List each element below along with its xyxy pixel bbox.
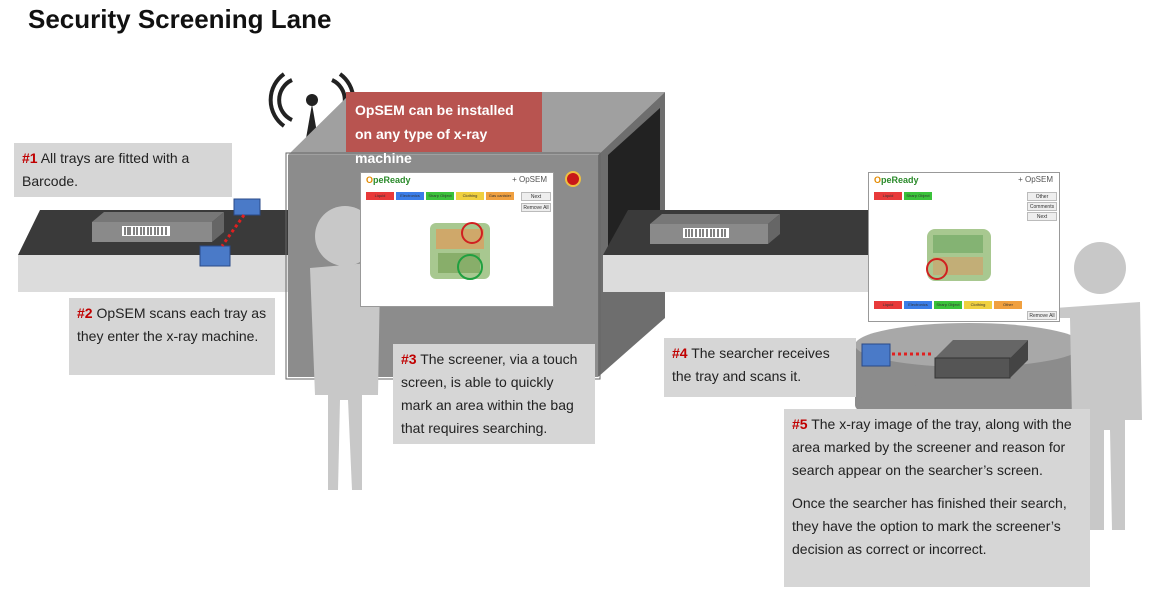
step-3-number: #3 <box>401 351 417 367</box>
tray-left <box>92 212 224 242</box>
reason-button-clothing[interactable]: Clothing <box>456 192 484 200</box>
opsem-brand: + OpSEM <box>512 175 547 184</box>
other-button[interactable]: Other <box>1027 192 1057 201</box>
reason-button-other[interactable]: Other <box>994 301 1022 309</box>
reason-button-sharp-object[interactable]: Sharp Object <box>904 192 932 200</box>
reason-button-liquid[interactable]: Liquid <box>874 192 902 200</box>
step-2-callout: #2 OpSEM scans each tray as they enter t… <box>69 298 275 375</box>
reason-button-electronics[interactable]: Electronics <box>396 192 424 200</box>
step-4-text: The searcher receives the tray and scans… <box>672 345 830 384</box>
step-3-text: The screener, via a touch screen, is abl… <box>401 351 578 436</box>
searcher-person <box>1050 242 1142 530</box>
step-2-number: #2 <box>77 305 93 321</box>
reason-button-gas-canister[interactable]: Gas canister <box>486 192 514 200</box>
step-1-callout: #1 All trays are fitted with a Barcode. <box>14 143 232 197</box>
remove-all-button[interactable]: Remove All <box>1027 311 1057 320</box>
step-5-callout: #5 The x-ray image of the tray, along wi… <box>784 409 1090 587</box>
opsem-banner: OpSEM can be installed on any type of x-… <box>346 92 542 166</box>
step-1-text: All trays are fitted with a Barcode. <box>22 150 190 189</box>
step-2-text: OpSEM scans each tray as they enter the … <box>77 305 267 344</box>
next-button[interactable]: Next <box>1027 212 1057 221</box>
reason-button-sharp-object[interactable]: Sharp Object <box>426 192 454 200</box>
reason-button-sharp-object[interactable]: Sharp Object <box>934 301 962 309</box>
opsem-brand: + OpSEM <box>1018 175 1053 184</box>
reason-button-electronics[interactable]: Electronics <box>904 301 932 309</box>
page-title: Security Screening Lane <box>28 4 332 34</box>
reason-button-liquid[interactable]: Liquid <box>874 301 902 309</box>
step-5-text-2: Once the searcher has finished their sea… <box>792 495 1067 557</box>
step-1-number: #1 <box>22 150 38 166</box>
comments-button[interactable]: Comments <box>1027 202 1057 211</box>
step-5-number: #5 <box>792 416 808 432</box>
barcode-scanner-icon <box>199 198 261 267</box>
next-button[interactable]: Next <box>521 192 551 201</box>
tray-right <box>650 214 780 244</box>
remove-all-button[interactable]: Remove All <box>521 203 551 212</box>
reason-button-clothing[interactable]: Clothing <box>964 301 992 309</box>
step-3-callout: #3 The screener, via a touch screen, is … <box>393 344 595 444</box>
xray-bag-image <box>926 229 991 281</box>
opeready-logo: OpeReady <box>874 175 919 185</box>
step-4-number: #4 <box>672 345 688 361</box>
opeready-logo: OpeReady <box>366 175 411 185</box>
step-5-text: The x-ray image of the tray, along with … <box>792 416 1072 478</box>
reason-button-liquid[interactable]: Liquid <box>366 192 394 200</box>
step-4-callout: #4 The searcher receives the tray and sc… <box>664 338 856 397</box>
xray-bag-image <box>430 222 490 280</box>
